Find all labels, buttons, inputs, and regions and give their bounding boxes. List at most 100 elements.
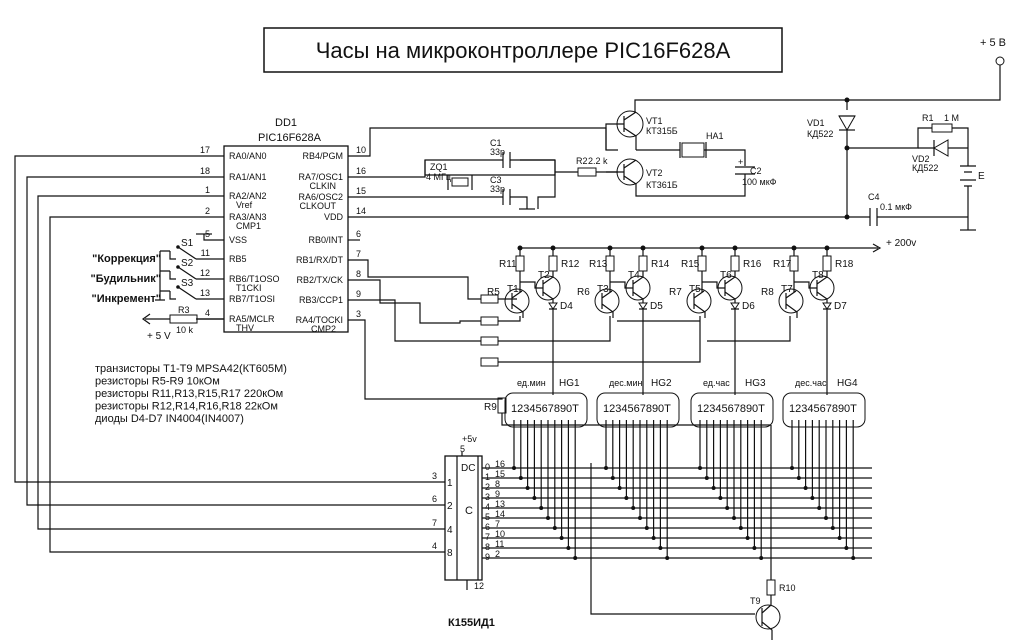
- r3-ref: R3: [178, 305, 190, 315]
- resistor-ref: R16: [743, 259, 762, 270]
- mcu-pin-name: RB2/TX/CK: [296, 275, 343, 285]
- mcu-pin-number: 7: [356, 249, 361, 259]
- decoder-gnd-pin: 12: [474, 581, 484, 591]
- note-line: транзисторы T1-T9 MPSA42(КТ605М): [95, 363, 287, 375]
- button-ref: S3: [181, 278, 194, 289]
- button-ref: S1: [181, 238, 194, 249]
- c4-ref: C4: [868, 192, 880, 202]
- diode-ref: D7: [834, 301, 847, 312]
- mcu-pin-number: 13: [200, 288, 210, 298]
- decoder-supply: +5v: [462, 434, 477, 444]
- mcu-pin-name: VSS: [229, 235, 247, 245]
- push-button-s3: S3 "Инкремент": [92, 278, 197, 305]
- mcu-left-pins: 17RA0/AN018RA1/AN11RA2/AN2Vref2RA3/AN3CM…: [196, 145, 280, 333]
- c3-value: 33p: [490, 184, 505, 194]
- mcu-pin-name: RA4/TOCKI: [296, 315, 343, 325]
- mcu-pin-name: RA6/OSC2: [298, 192, 343, 202]
- wire-ra0-dc1: [14, 155, 445, 483]
- decoder-input-pin: 4: [432, 541, 437, 551]
- resistor-ref: R17: [773, 259, 792, 270]
- decoder-output-digit: 0: [485, 462, 490, 472]
- resistor-ref: R18: [835, 259, 854, 270]
- decoder-output-pin: 16: [495, 459, 505, 469]
- decoder-output-digit: 8: [485, 542, 490, 552]
- resistor-R6: [480, 316, 499, 326]
- push-button-s2: S2"Будильник": [91, 258, 197, 285]
- decoder-input-weight: 8: [447, 548, 453, 559]
- indicator-caption: дес.мин: [609, 378, 642, 388]
- vt1-part: КТ315Б: [646, 126, 678, 136]
- mcu-pin-sub: THV: [236, 323, 254, 333]
- arrow-5v-left: [141, 313, 151, 325]
- r2-value: 2.2 k: [588, 156, 608, 166]
- mcu-pin-name: RB3/CCP1: [299, 295, 343, 305]
- push-button-s1: S1 "Коррекция": [92, 238, 197, 265]
- cathode-bus: [482, 467, 872, 559]
- resistor-ref: R14: [651, 259, 670, 270]
- decoder-output-digit: 5: [485, 512, 490, 522]
- r3-value: 10 k: [176, 325, 194, 335]
- decoder-output-digit: 3: [485, 492, 490, 502]
- mcu-pin-number: 6: [356, 229, 361, 239]
- title-frame: [263, 27, 783, 73]
- mcu-pin-name: RA3/AN3: [229, 212, 267, 222]
- mcu-pin-number: 8: [356, 269, 361, 279]
- indicator-bulb: [596, 392, 680, 428]
- vd1-ref: VD1: [807, 118, 825, 128]
- mcu-pin-number: 4: [205, 308, 210, 318]
- r2-resistor: [577, 167, 597, 177]
- decoder-output-pin: 15: [495, 469, 505, 479]
- decoder-input-weight: 4: [447, 525, 453, 536]
- wire-ra1-dc2: [26, 176, 445, 506]
- resistor-ref: R12: [561, 259, 580, 270]
- button-label: "Коррекция": [92, 253, 161, 265]
- r1-value: 1 М: [944, 113, 959, 123]
- vt2-part: КТ361Б: [646, 180, 678, 190]
- mcu-pin-name: RB7/T1OSI: [229, 294, 275, 304]
- transistor-ref: T3: [597, 284, 609, 295]
- mcu-pin-number: 3: [356, 309, 361, 319]
- mcu-pin-sub: CLKOUT: [299, 201, 336, 211]
- decoder-output-digit: 4: [485, 502, 490, 512]
- transistor-ref: T6: [720, 270, 732, 281]
- mcu-pin-sub: T1CKI: [236, 283, 262, 293]
- mcu-pin-number: 12: [200, 268, 210, 278]
- vd1-diode: [838, 115, 856, 132]
- decoder-part: К155ИД1: [448, 617, 495, 629]
- vd2-part: КД522: [912, 163, 938, 173]
- mcu-pin-name: RB4/PGM: [302, 151, 343, 161]
- resistor-R16: [730, 255, 740, 272]
- decoder-output-pin: 8: [495, 479, 500, 489]
- c2-value: 100 мкФ: [742, 177, 777, 187]
- decoder-output-digit: 7: [485, 532, 490, 542]
- vt1-ref: VT1: [646, 116, 663, 126]
- r2-ref: R2: [576, 156, 588, 166]
- vd2-ref: VD2: [912, 154, 930, 164]
- button-label: "Инкремент": [92, 293, 161, 305]
- resistor-ref: R6: [577, 287, 590, 298]
- resistor-R8: [480, 357, 499, 367]
- wire-ra2-dc4: [37, 195, 445, 530]
- c2-plus: +: [738, 157, 743, 167]
- supply-200v-label: + 200v: [886, 238, 916, 249]
- rail-5v-top: [634, 65, 1001, 113]
- indicator-digits: 1234567890T: [603, 403, 671, 415]
- mcu-pin-number: 14: [356, 206, 366, 216]
- mcu-pin-name: RA7/OSC1: [298, 172, 343, 182]
- decoder-output-pin: 2: [495, 549, 500, 559]
- indicator-ref: HG1: [559, 378, 580, 389]
- resistor-ref: R11: [499, 259, 517, 270]
- resistor-ref: R13: [589, 259, 608, 270]
- mcu-pin-sub: CLKIN: [309, 181, 336, 191]
- button-ref: S2: [181, 258, 194, 269]
- indicator-caption: дес.час: [795, 378, 827, 388]
- decoder-dc-label: DC: [461, 463, 475, 474]
- decoder-supply-pin: 5: [460, 444, 465, 454]
- mcu-pin-name: RA1/AN1: [229, 172, 267, 182]
- mcu-pin-sub: CMP2: [311, 324, 336, 334]
